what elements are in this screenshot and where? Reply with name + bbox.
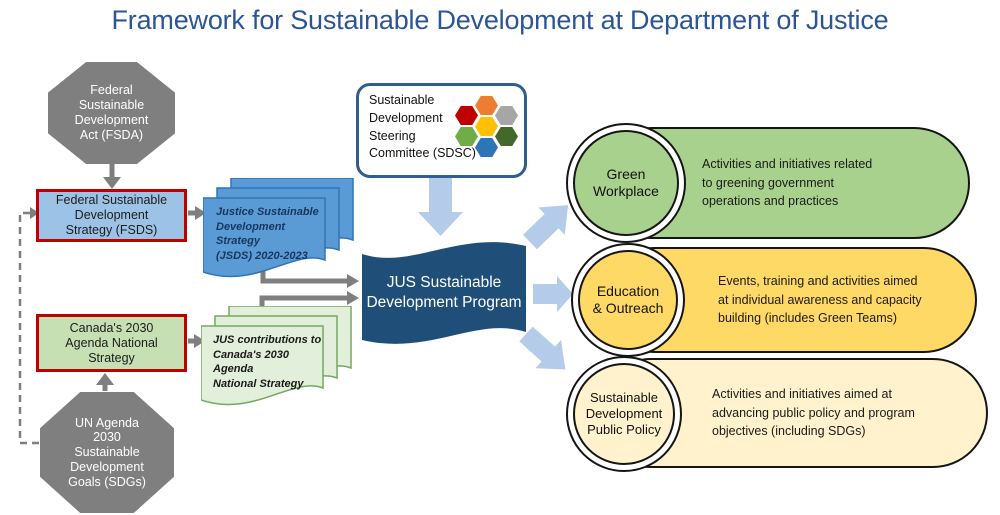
fsds-box: Federal Sustainable Development Strategy… xyxy=(36,189,187,242)
arrow-program-to-green-icon xyxy=(523,205,569,250)
public-policy-description-text: Activities and initiatives aimed at adva… xyxy=(712,386,915,439)
dark-green-hexagon-icon xyxy=(495,127,518,146)
dashed-feedback-line-icon xyxy=(18,207,49,445)
yellow-hexagon-icon xyxy=(475,117,498,136)
sdsc-committee-box: Sustainable Development Steering Committ… xyxy=(356,83,527,178)
jsds-document-label: Justice Sustainable Development Strategy… xyxy=(216,206,319,262)
green-workplace-description: Activities and initiatives related to gr… xyxy=(702,127,954,239)
arrow-fsda-to-fsds-icon xyxy=(103,160,121,189)
arrow-sdsc-to-program-icon xyxy=(418,178,463,236)
arrow-sdgs-to-canada-icon xyxy=(96,373,114,391)
green-workplace-circle: Green Workplace xyxy=(573,130,679,236)
blue-hexagon-icon xyxy=(475,138,498,157)
sdsc-committee-label: Sustainable Development Steering Committ… xyxy=(369,93,476,161)
program-banner xyxy=(362,242,526,344)
green-hexagon-icon xyxy=(455,127,478,146)
public-policy-circle: Sustainable Development Public Policy xyxy=(573,363,675,465)
arrow-fsds-to-jsds-icon xyxy=(188,206,206,220)
orange-hexagon-icon xyxy=(475,96,498,115)
arrow-program-to-education-icon xyxy=(533,276,573,312)
red-hexagon-icon xyxy=(455,106,478,125)
education-outreach-description-text: Events, training and activities aimed at… xyxy=(718,273,922,326)
public-policy-description: Activities and initiatives aimed at adva… xyxy=(712,358,974,468)
jsds-document-stack xyxy=(203,178,354,278)
contributions-document-label: JUS contributions to Canada's 2030 Agend… xyxy=(213,334,322,390)
arrow-program-to-policy-icon xyxy=(519,326,566,370)
contributions-document-stack xyxy=(201,306,352,406)
education-outreach-description: Events, training and activities aimed at… xyxy=(718,247,970,353)
program-label: JUS Sustainable Development Program xyxy=(366,273,522,311)
education-outreach-circle: Education & Outreach xyxy=(578,250,678,350)
canada-2030-box: Canada's 2030 Agenda National Strategy xyxy=(36,314,187,372)
soft-blue-arrows xyxy=(418,178,573,370)
page-title: Framework for Sustainable Development at… xyxy=(111,5,889,35)
fsda-octagon: Federal Sustainable Development Act (FSD… xyxy=(48,62,175,164)
sdgs-octagon: UN Agenda 2030 Sustainable Development G… xyxy=(40,392,174,513)
hexagon-cluster-icon xyxy=(455,96,519,158)
green-workplace-description-text: Activities and initiatives related to gr… xyxy=(702,156,873,209)
arrow-canada-to-contrib-icon xyxy=(188,334,205,348)
gray-hexagon-icon xyxy=(495,106,518,125)
